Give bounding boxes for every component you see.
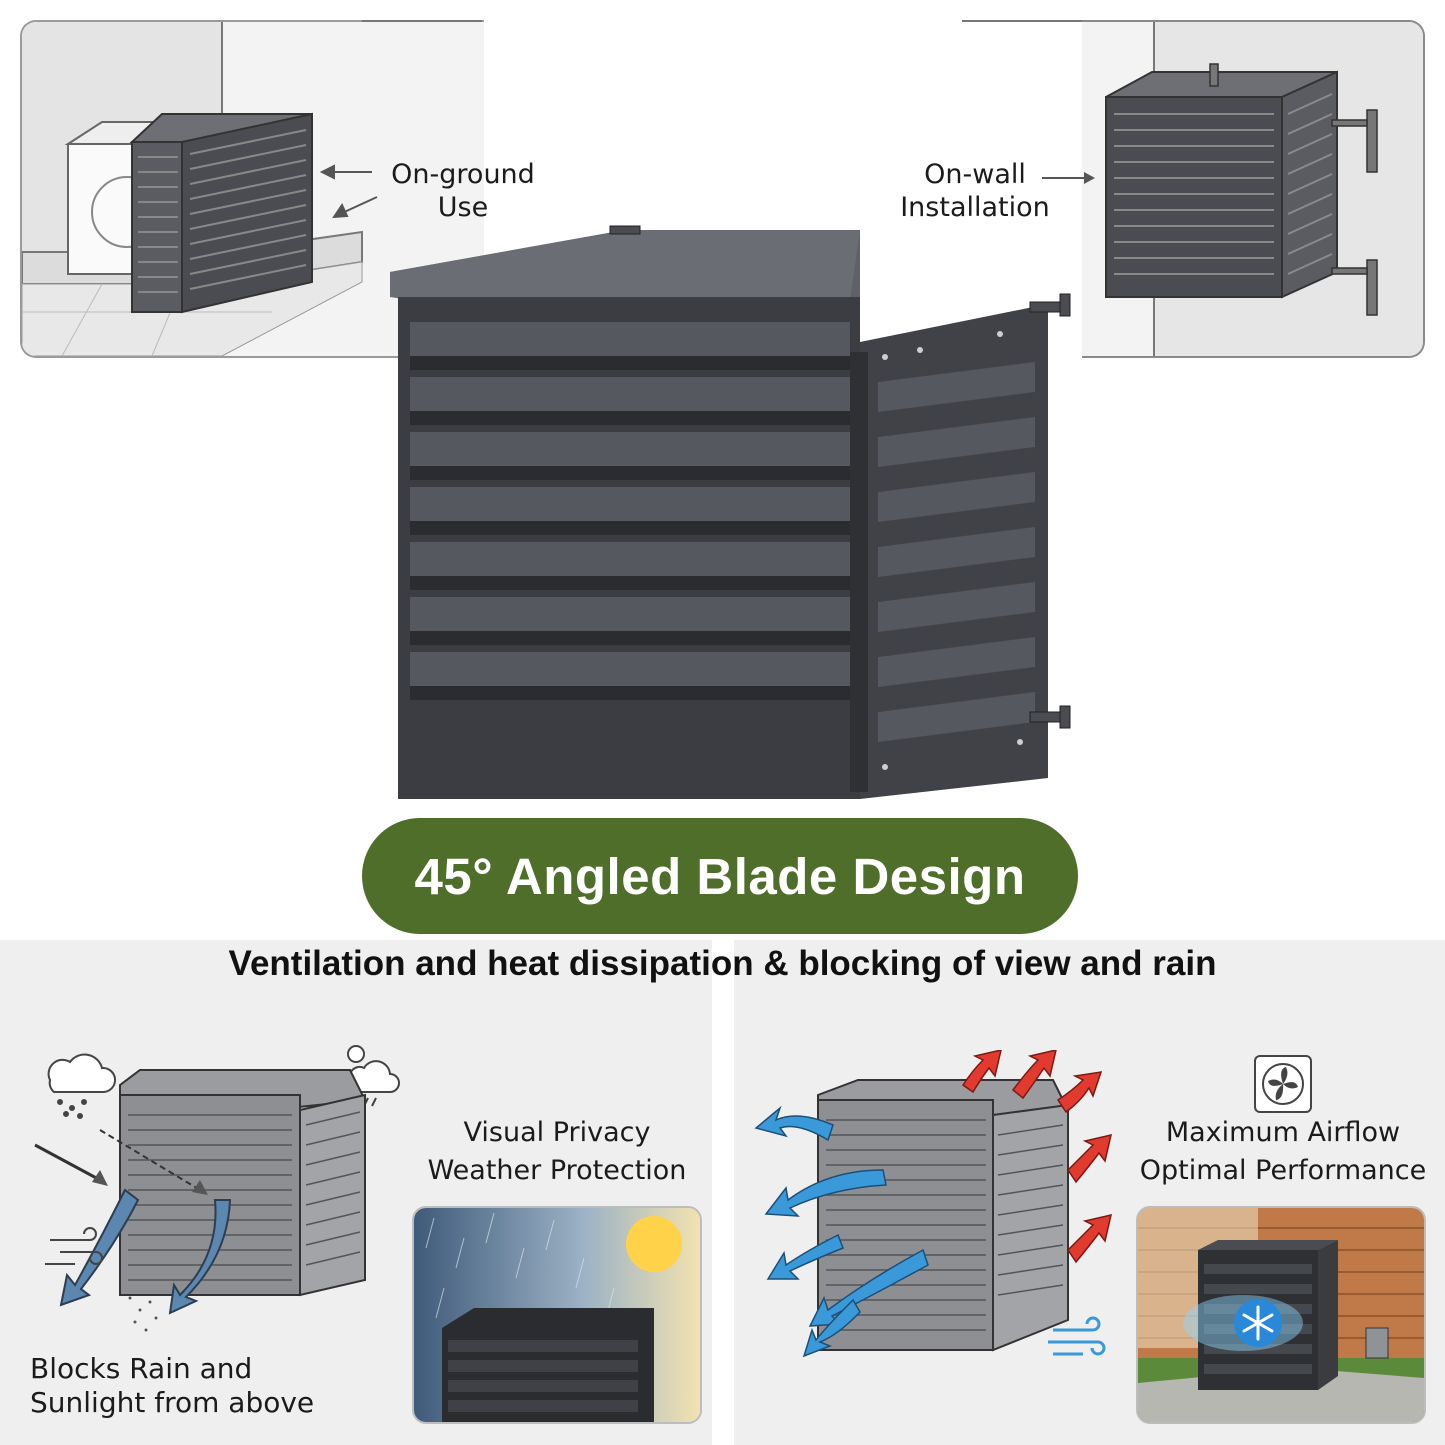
top-right-frame-line	[962, 20, 1082, 22]
blocks-rain-label: Blocks Rain and	[30, 1352, 253, 1385]
side-louvers	[878, 362, 1035, 742]
left-caption: Blocks Rain and Sunlight from above	[30, 1352, 320, 1420]
left-feature-text: Visual Privacy Weather Protection	[412, 1114, 702, 1190]
on-wall-label-line2: Installation	[900, 192, 1050, 223]
on-ground-label: On-ground Use	[368, 158, 558, 224]
on-wall-sketch	[1105, 22, 1423, 356]
sunlight-label: Sunlight from above	[30, 1386, 315, 1419]
airflow-photo	[1136, 1206, 1426, 1424]
on-wall-label: On-wall Installation	[890, 158, 1060, 224]
max-airflow-label: Maximum Airflow	[1165, 1117, 1401, 1148]
right-feature-text: Maximum Airflow Optimal Performance	[1138, 1114, 1428, 1190]
on-wall-label-line1: On-wall	[924, 159, 1026, 190]
snowflake-icon	[1234, 1299, 1282, 1347]
on-wall-arrow	[1042, 172, 1095, 184]
on-wall-illustration-panel	[1082, 20, 1425, 358]
weather-illustration	[34, 1045, 400, 1332]
on-ground-illustration-panel	[20, 20, 484, 358]
rain-cloud-icon	[47, 1053, 116, 1119]
design-banner: 45° Angled Blade Design	[362, 818, 1078, 934]
airflow-illustration	[754, 1050, 1113, 1358]
weather-photo	[412, 1206, 702, 1424]
top-left-frame-line	[362, 20, 482, 22]
front-louvers	[410, 322, 850, 700]
on-ground-label-line2: Use	[437, 192, 489, 223]
on-ground-sketch	[22, 22, 484, 356]
visual-privacy-label: Visual Privacy	[463, 1117, 651, 1148]
optimal-performance-label: Optimal Performance	[1139, 1155, 1427, 1186]
weather-protection-label: Weather Protection	[427, 1155, 687, 1186]
airflow-wind-icon	[1048, 1316, 1106, 1356]
product-render	[390, 225, 1071, 799]
fan-icon	[1254, 1055, 1312, 1113]
wind-icon	[45, 1227, 103, 1265]
banner-subtitle: Ventilation and heat dissipation & block…	[228, 944, 1217, 983]
banner-title: 45° Angled Blade Design	[414, 847, 1026, 905]
on-ground-label-line1: On-ground	[391, 159, 535, 190]
